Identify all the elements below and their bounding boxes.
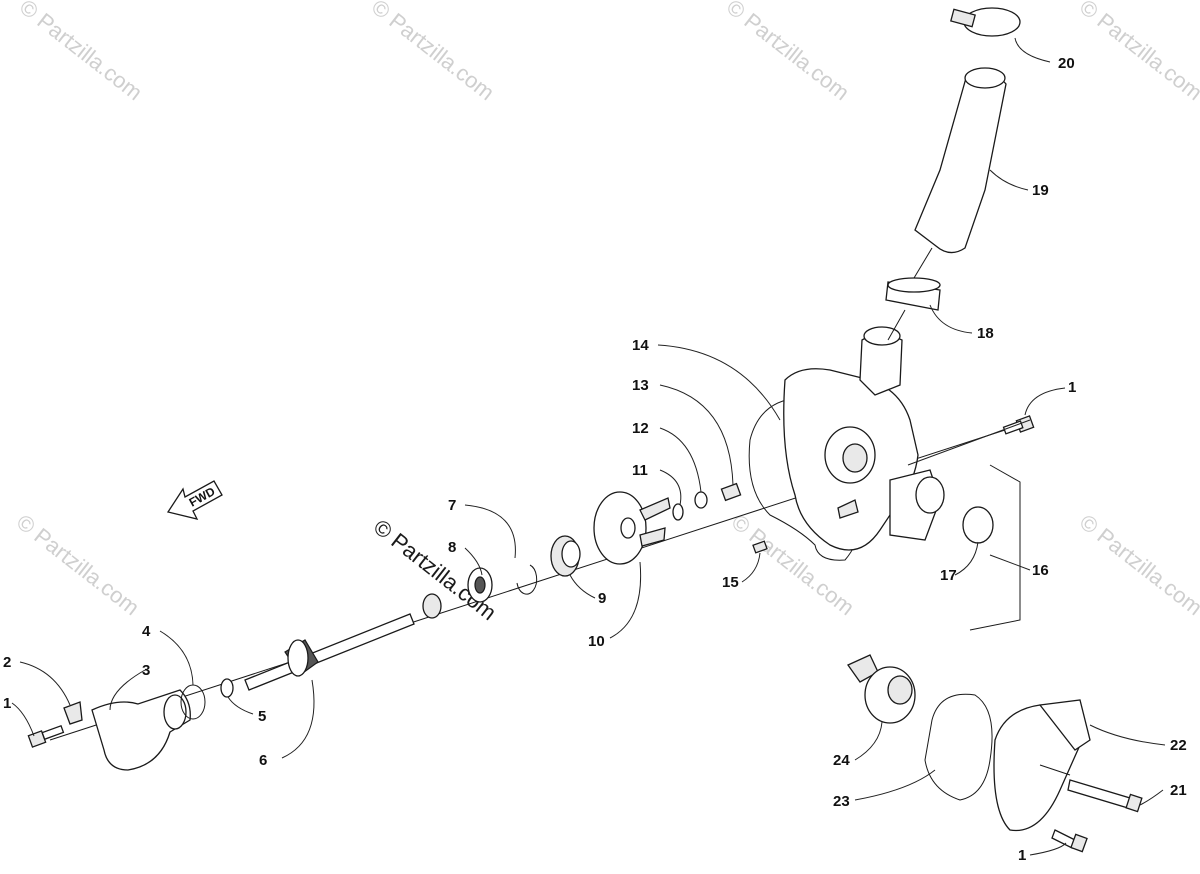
seal-part-9 bbox=[550, 535, 581, 577]
hose-part-19 bbox=[914, 67, 1007, 254]
callout-18: 18 bbox=[977, 325, 994, 342]
cover-part-3 bbox=[91, 689, 191, 771]
fwd-arrow-icon: FWD bbox=[166, 480, 223, 520]
callout-21: 21 bbox=[1170, 782, 1187, 799]
clamp-part-20 bbox=[950, 7, 1021, 37]
bushing bbox=[422, 593, 442, 619]
callout-13: 13 bbox=[632, 377, 649, 394]
callout-1-right-lower: 1 bbox=[1018, 847, 1026, 864]
callout-14: 14 bbox=[632, 337, 649, 354]
callout-12: 12 bbox=[632, 420, 649, 437]
bracket-16 bbox=[969, 464, 1021, 631]
washer-part-5 bbox=[220, 678, 234, 698]
callout-5: 5 bbox=[258, 708, 266, 725]
dowel-part-15 bbox=[752, 540, 768, 554]
callout-2: 2 bbox=[3, 654, 11, 671]
watermark-4: © Partzilla.com bbox=[1075, 0, 1200, 105]
watermark-1: © Partzilla.com bbox=[15, 0, 147, 105]
callout-1-right-upper: 1 bbox=[1068, 379, 1076, 396]
callout-9: 9 bbox=[598, 590, 606, 607]
clip-part-2 bbox=[63, 701, 83, 725]
leader-lines bbox=[11, 37, 1166, 856]
gasket-part-23 bbox=[924, 693, 993, 801]
callout-labels: 1 2 3 4 5 6 7 8 9 10 11 12 13 14 15 16 1… bbox=[3, 55, 1187, 864]
callout-3: 3 bbox=[142, 662, 150, 679]
washer-part-11 bbox=[672, 503, 684, 521]
watermark-7: © Partzilla.com bbox=[1075, 509, 1200, 620]
bolt-left bbox=[27, 724, 65, 748]
callout-8: 8 bbox=[448, 539, 456, 556]
callout-20: 20 bbox=[1058, 55, 1075, 72]
callout-7: 7 bbox=[448, 497, 456, 514]
clamp-part-18 bbox=[885, 277, 941, 311]
callout-16: 16 bbox=[1032, 562, 1049, 579]
shaft-part-6 bbox=[244, 613, 415, 691]
callout-4: 4 bbox=[142, 623, 151, 640]
thermostat-part-24 bbox=[847, 654, 916, 724]
bolt-right-lower bbox=[1051, 829, 1088, 853]
washer-part-12 bbox=[694, 491, 708, 509]
seal-ring-part-17 bbox=[962, 506, 994, 544]
callout-24: 24 bbox=[833, 752, 850, 769]
callout-22: 22 bbox=[1170, 737, 1187, 754]
callout-23: 23 bbox=[833, 793, 850, 810]
thermostat-housing-part-22 bbox=[993, 699, 1091, 832]
callout-6: 6 bbox=[259, 752, 267, 769]
watermark-3: © Partzilla.com bbox=[722, 0, 854, 105]
snap-ring-part-7 bbox=[516, 564, 538, 595]
bolt-part-21 bbox=[1067, 779, 1143, 813]
pump-housing-part-16 bbox=[783, 326, 945, 551]
callout-1-left: 1 bbox=[3, 695, 11, 712]
hose-axis-upper bbox=[913, 247, 933, 279]
bearing-part-8 bbox=[467, 567, 493, 603]
callout-10: 10 bbox=[588, 633, 605, 650]
callout-15: 15 bbox=[722, 574, 739, 591]
callout-19: 19 bbox=[1032, 182, 1049, 199]
impeller-part-10 bbox=[593, 491, 671, 565]
bolt-right-upper bbox=[1002, 415, 1035, 435]
hose-axis-lower bbox=[887, 309, 906, 341]
watermark-5: © Partzilla.com bbox=[12, 509, 144, 620]
callout-17: 17 bbox=[940, 567, 957, 584]
bolt-part-13 bbox=[720, 482, 742, 502]
watermark-2: © Partzilla.com bbox=[367, 0, 499, 105]
callout-11: 11 bbox=[632, 462, 648, 479]
